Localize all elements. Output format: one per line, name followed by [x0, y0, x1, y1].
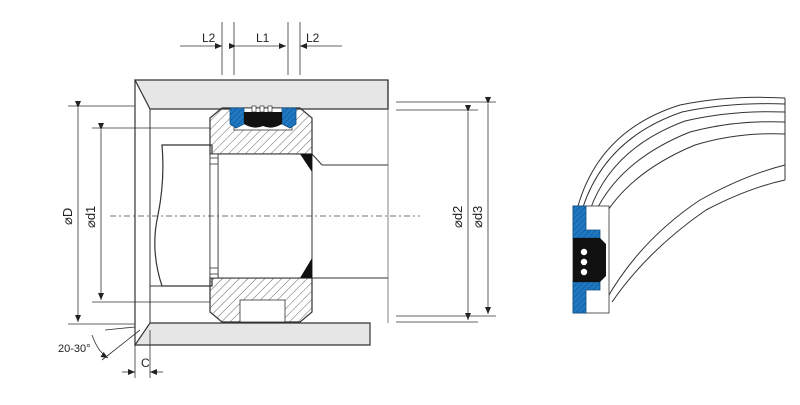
- piston-rod: [154, 144, 213, 287]
- label-angle: 20-30°: [58, 343, 91, 355]
- label-diam-d2: ⌀d2: [450, 206, 465, 228]
- cylinder-housing: [133, 79, 389, 346]
- label-chamfer: C: [141, 356, 150, 370]
- seal-ring-cross-section: [572, 205, 610, 314]
- dimension-lines: [68, 22, 496, 378]
- bore-section: [150, 109, 389, 323]
- piston-body: [209, 107, 313, 323]
- seal-cross-section: [229, 105, 297, 131]
- label-l2-left: L2: [202, 31, 216, 45]
- label-diam-d: ⌀D: [60, 208, 75, 225]
- seal-ring-perspective: [577, 96, 786, 303]
- label-l1: L1: [256, 31, 270, 45]
- label-diam-d1: ⌀d1: [83, 206, 98, 228]
- label-l2-right: L2: [306, 31, 320, 45]
- label-diam-d3: ⌀d3: [470, 206, 485, 228]
